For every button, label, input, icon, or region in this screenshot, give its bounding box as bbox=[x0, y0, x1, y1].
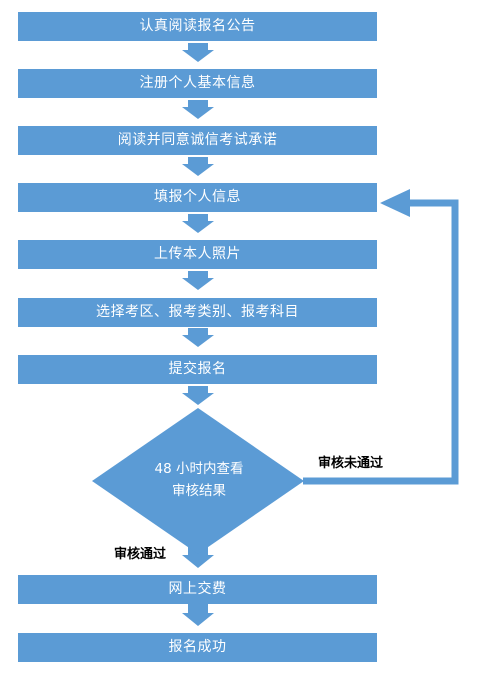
step-agree-integrity-pledge: 阅读并同意诚信考试承诺 bbox=[18, 126, 377, 155]
decision-label: 48 小时内查看 审核结果 bbox=[140, 458, 258, 502]
rejection-loop-arrowhead bbox=[380, 189, 410, 217]
down-arrow-3 bbox=[182, 157, 214, 176]
rejected-label: 审核未通过 bbox=[318, 456, 384, 471]
step-upload-photo: 上传本人照片 bbox=[18, 240, 377, 269]
step-fill-personal-info: 填报个人信息 bbox=[18, 183, 377, 212]
decision-line-2: 审核结果 bbox=[172, 483, 226, 499]
step-read-announcement: 认真阅读报名公告 bbox=[18, 12, 377, 41]
decision-line-1: 48 小时内查看 bbox=[154, 461, 244, 477]
step-select-exam-options: 选择考区、报考类别、报考科目 bbox=[18, 298, 377, 327]
approved-label: 审核通过 bbox=[114, 547, 167, 562]
step-online-payment: 网上交费 bbox=[18, 575, 377, 604]
step-register-basic-info: 注册个人基本信息 bbox=[18, 69, 377, 98]
down-arrow-2 bbox=[182, 100, 214, 119]
down-arrow-7 bbox=[182, 386, 214, 405]
step-registration-success: 报名成功 bbox=[18, 633, 377, 662]
down-arrow-4 bbox=[182, 214, 214, 233]
down-arrow-8 bbox=[182, 546, 214, 568]
down-arrow-9 bbox=[182, 604, 214, 626]
step-submit-registration: 提交报名 bbox=[18, 355, 377, 384]
down-arrow-6 bbox=[182, 328, 214, 347]
down-arrow-1 bbox=[182, 43, 214, 62]
down-arrow-5 bbox=[182, 271, 214, 290]
